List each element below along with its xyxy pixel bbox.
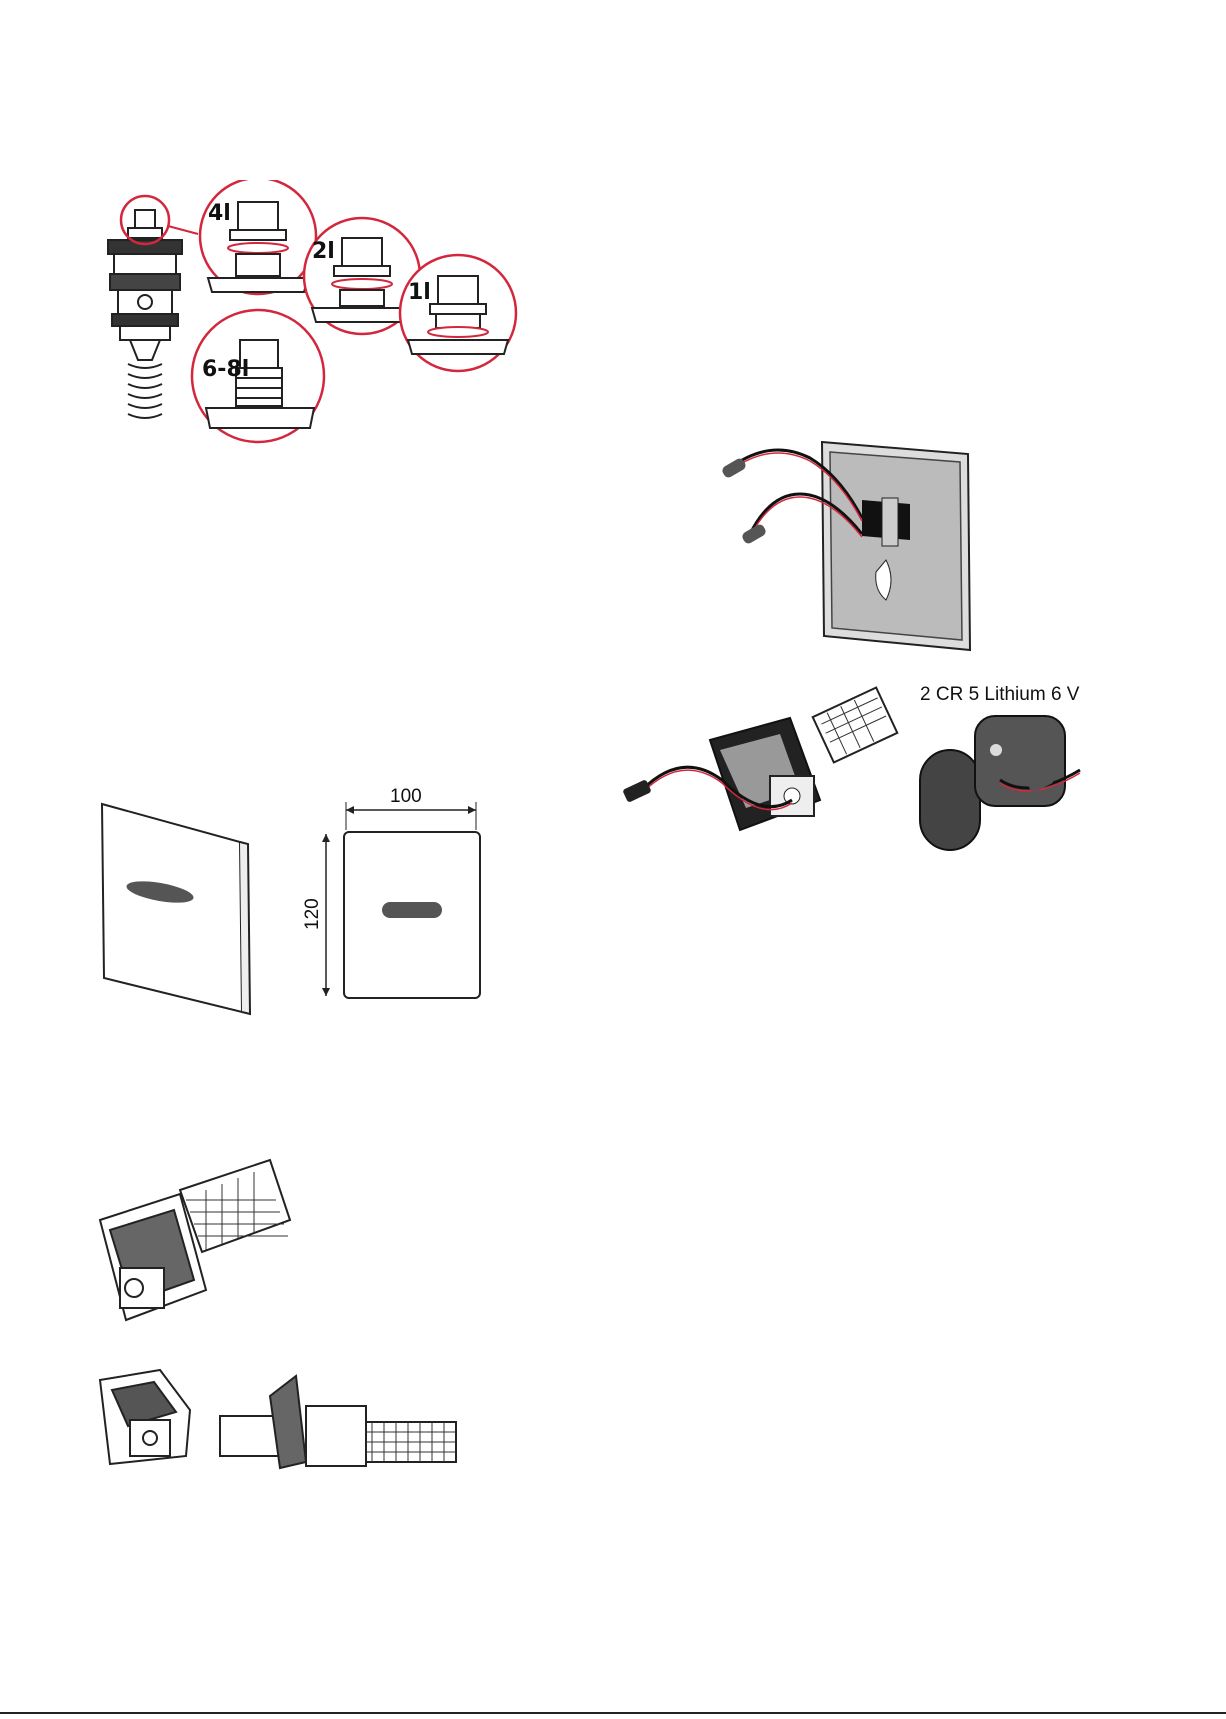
cover-dimensions-figure: 100 120 [90,780,530,1020]
solenoid-side-drawing [220,1376,456,1468]
detail-4l: 4l [200,180,316,294]
cover-perspective-drawing [102,804,250,1014]
battery-pack-drawing [920,716,1080,850]
cover-front-drawing [322,802,480,998]
battery-label: 2 CR 5 Lithium 6 V [920,684,1080,705]
solenoid-front-drawing [100,1370,190,1464]
label-4l: 4l [208,201,231,226]
wall-plate-figure [720,440,990,660]
label-2l: 2l [312,239,335,264]
solenoid-views-figure [90,1150,510,1510]
detail-6-8l: 6-8l [192,310,324,442]
valve-cartridge-drawing [108,210,182,418]
page-bottom-rule [0,1712,1226,1714]
width-dimension-label: 100 [390,786,422,807]
solenoid-battery-figure: 2 CR 5 Lithium 6 V [620,680,1100,890]
height-dimension-label: 120 [302,898,323,930]
label-6-8l: 6-8l [202,357,249,382]
solenoid-valve-drawing [710,688,897,830]
label-1l: 1l [408,280,431,305]
flush-volume-figure: 4l 2l 1l 6-8l [90,180,590,480]
solenoid-iso-drawing [100,1160,290,1320]
detail-1l: 1l [400,255,516,371]
